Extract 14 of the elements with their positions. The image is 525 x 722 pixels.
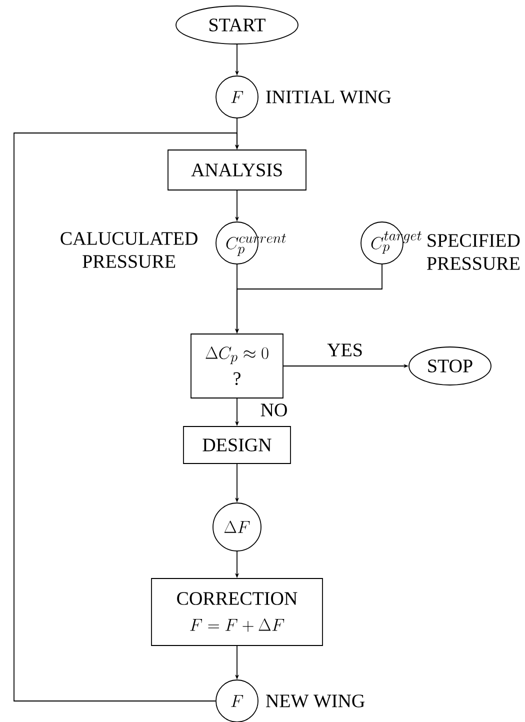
node-caption: NEW WING bbox=[266, 694, 365, 708]
node-caption: SPECIFIED PRESSURE bbox=[427, 234, 520, 270]
node-label: $F$ bbox=[231, 91, 244, 103]
edge-label: NO bbox=[259, 402, 289, 418]
process-box: CORRECTION $F = F + \Delta F$ bbox=[151, 578, 323, 646]
edge-label: YES bbox=[326, 342, 364, 358]
node-caption: CALUCULATED PRESSURE bbox=[60, 232, 198, 268]
process-box: ANALYSIS bbox=[168, 150, 306, 190]
node-caption: INITIAL WING bbox=[266, 90, 391, 104]
node-label: $F$ bbox=[231, 695, 244, 707]
process-box: DESIGN bbox=[183, 426, 291, 464]
arrow bbox=[14, 132, 240, 702]
process-box: $\Delta C_p \approx 0$ ? bbox=[190, 334, 284, 398]
node-label: $\Delta F$ bbox=[224, 520, 250, 533]
